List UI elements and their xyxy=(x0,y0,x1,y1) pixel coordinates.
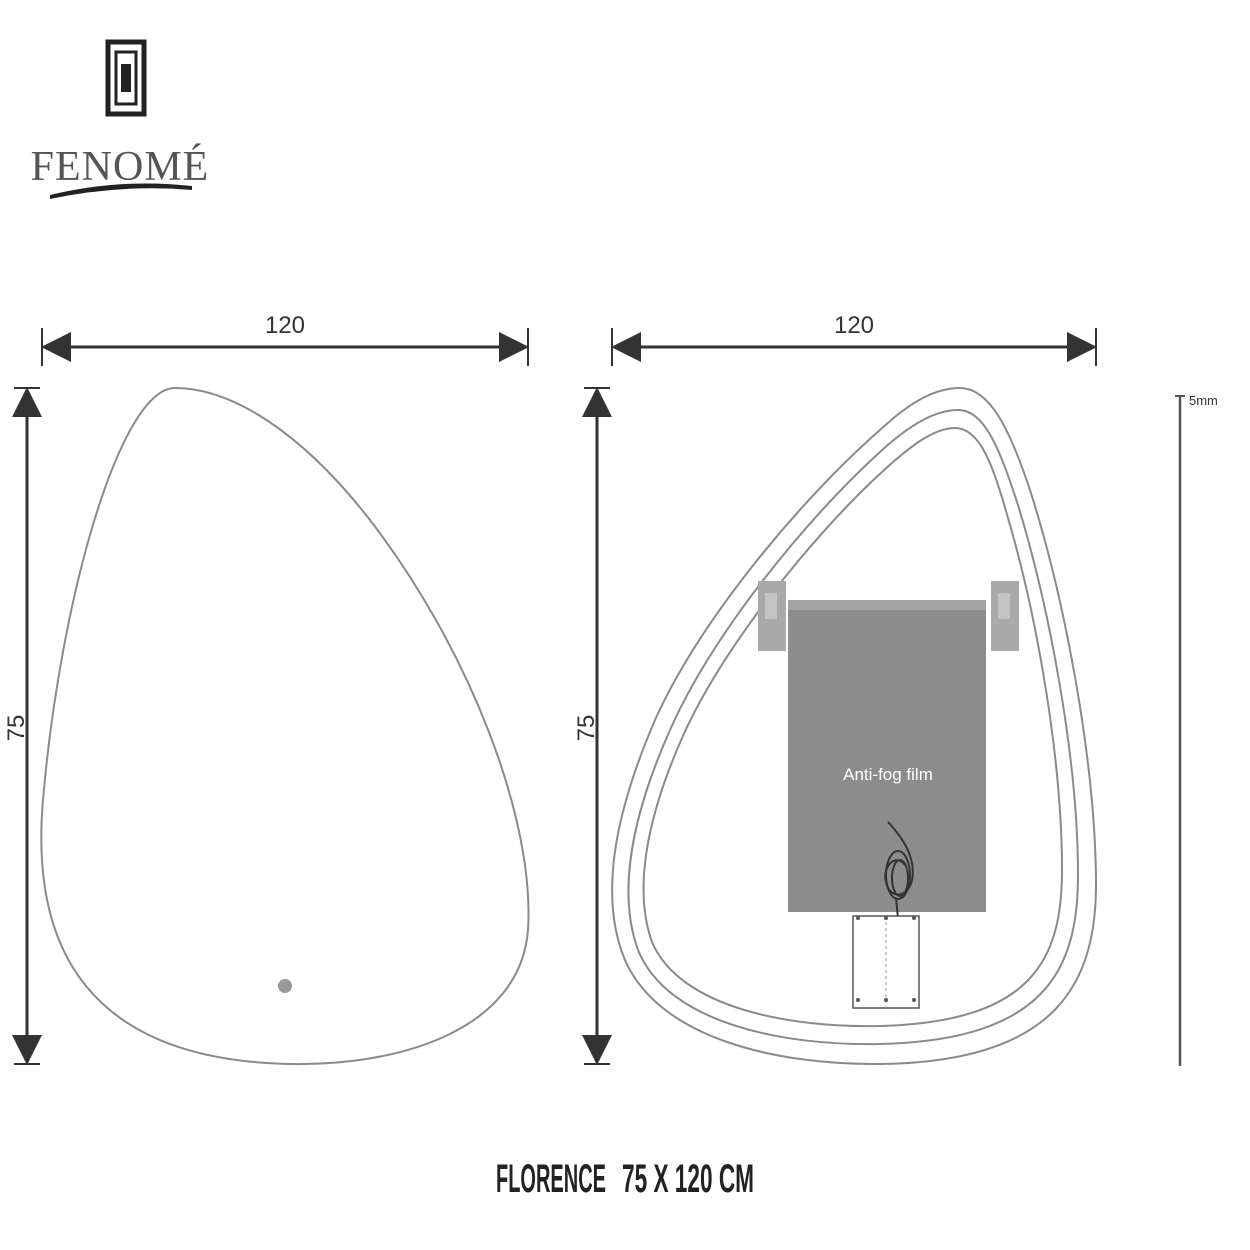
anti-fog-film xyxy=(788,600,986,912)
brand-swoosh xyxy=(50,183,192,199)
anti-fog-film-label: Anti-fog film xyxy=(843,765,933,784)
back-mirror-inner-contour xyxy=(642,426,1064,1028)
back-mirror-outer-contour xyxy=(611,386,1098,1066)
front-width-label: 120 xyxy=(265,312,305,339)
back-width-label: 120 xyxy=(834,312,874,339)
brand-name: FENOMÉ xyxy=(31,143,210,190)
wall-bracket-icon xyxy=(758,581,1019,651)
power-cable-coil-icon xyxy=(884,821,914,919)
back-mirror-middle-contour xyxy=(627,408,1080,1046)
square-mirror-logo-icon xyxy=(105,39,147,117)
brand-logo: FENOMÉ xyxy=(31,39,210,199)
back-height-label: 75 xyxy=(573,715,600,742)
front-view: 120 75 xyxy=(3,312,530,1066)
side-view: 5mm xyxy=(1175,393,1218,1066)
model-size: 75 X 120 CM xyxy=(622,1157,754,1201)
front-height-label: 75 xyxy=(3,715,30,742)
product-caption: FLORENCE 75 X 120 CM xyxy=(496,1157,754,1201)
touch-sensor-dot-icon xyxy=(278,979,292,993)
side-thickness-label: 5mm xyxy=(1189,393,1218,408)
model-name: FLORENCE xyxy=(496,1157,606,1201)
led-driver-box xyxy=(852,915,920,1009)
front-mirror-outline xyxy=(40,386,530,1066)
back-view: 120 75 Anti-fog film xyxy=(573,312,1098,1066)
